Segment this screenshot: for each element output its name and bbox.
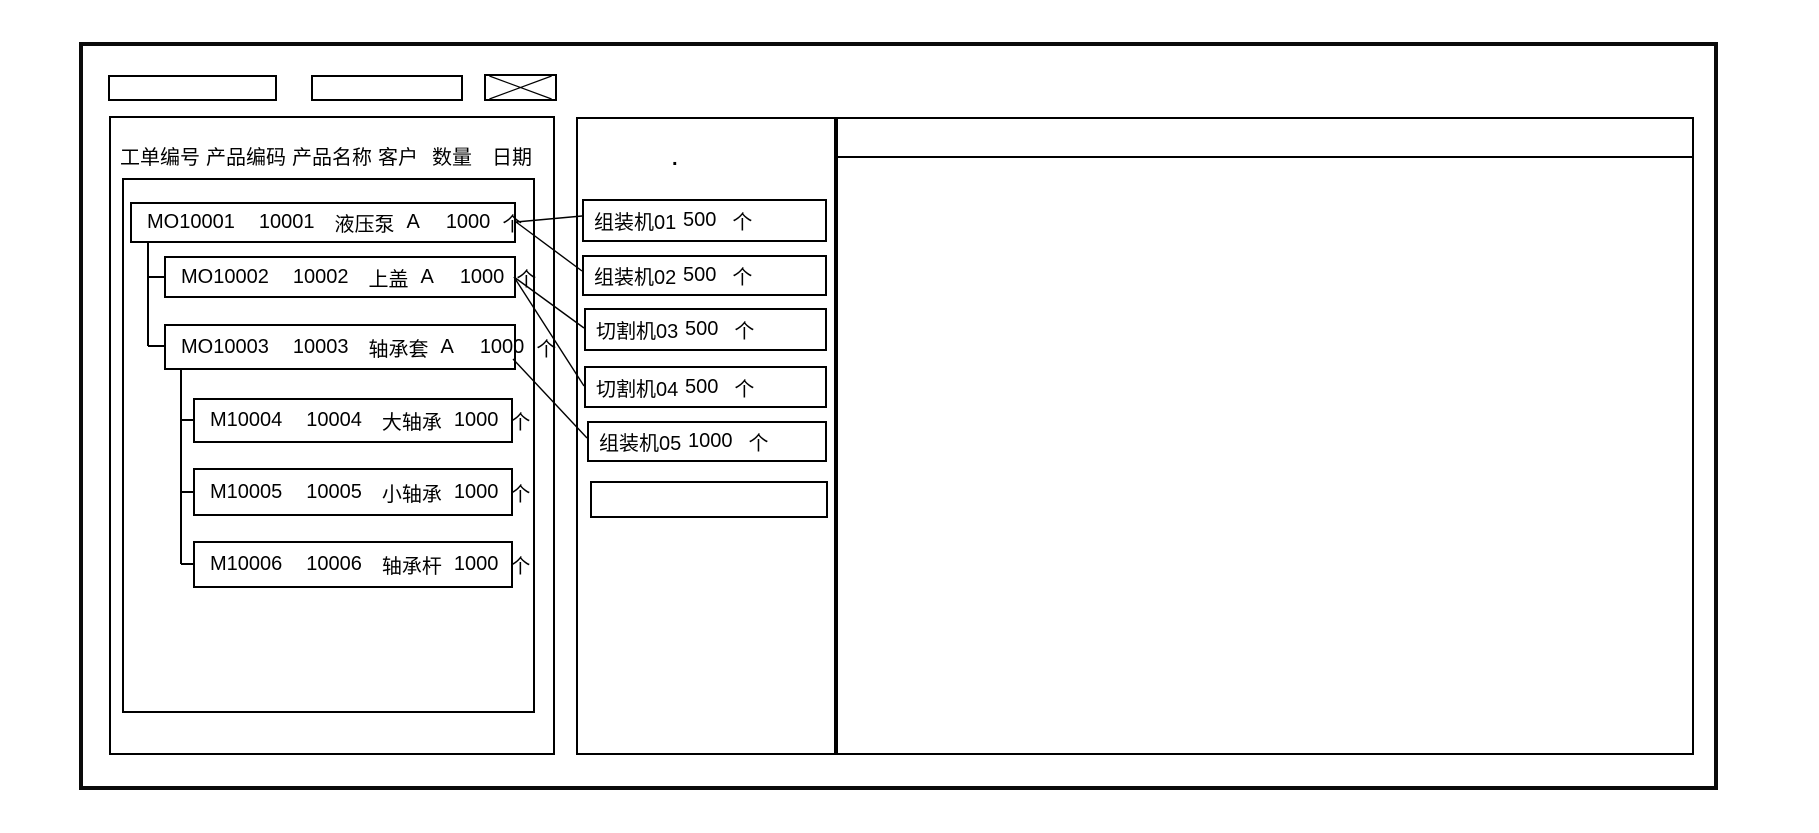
product-name: 轴承杆	[381, 556, 442, 578]
quantity: 1000	[459, 265, 505, 288]
toolbar-field-1[interactable]	[108, 75, 277, 101]
toolbar-field-2[interactable]	[311, 75, 463, 101]
customer: A	[420, 265, 434, 288]
customer: A	[440, 335, 454, 358]
machine-node-5[interactable]: 组装机05 1000 个	[587, 421, 827, 462]
quantity: 1000	[453, 480, 499, 503]
product-code: 10004	[306, 409, 362, 431]
machine-name: 组装机01	[594, 212, 677, 234]
machine-name: 切割机04	[596, 378, 679, 401]
unit: 个	[536, 338, 557, 361]
unit: 个	[502, 214, 523, 236]
header-product-name: 产品名称	[292, 147, 372, 169]
machine-node-4[interactable]: 切割机04 500 个	[584, 366, 827, 408]
product-name: 上盖	[368, 268, 409, 291]
machine-qty: 500	[685, 318, 719, 340]
machine-qty: 500	[683, 209, 717, 231]
header-qty: 数量	[432, 147, 472, 169]
machine-name: 组装机02	[594, 267, 677, 289]
order-node-5[interactable]: M10005 10005 小轴承 1000 个	[193, 468, 530, 516]
header-date: 日期	[492, 147, 532, 169]
product-name: 大轴承	[381, 412, 442, 434]
order-node-6[interactable]: M10006 10006 轴承杆 1000 个	[193, 541, 530, 588]
header-customer: 客户	[378, 147, 418, 169]
order-no: M10006	[210, 553, 283, 575]
machine-name: 组装机05	[599, 433, 682, 455]
header-order-no: 工单编号	[120, 147, 200, 169]
unit: 个	[732, 212, 753, 234]
detail-panel	[836, 117, 1694, 755]
work-order-header-row: 工单编号 产品编码 产品名称 客户 数量 日期	[120, 141, 532, 170]
header-product-code: 产品编码	[206, 147, 286, 169]
product-name: 小轴承	[381, 483, 442, 506]
unit: 个	[510, 412, 531, 434]
machine-node-2[interactable]: 组装机02 500 个	[582, 255, 827, 296]
order-no: MO10002	[181, 265, 269, 288]
machine-node-1[interactable]: 组装机01 500 个	[582, 199, 827, 242]
quantity: 1000	[479, 335, 525, 358]
product-code: 10006	[306, 553, 362, 575]
order-node-4[interactable]: M10004 10004 大轴承 1000 个	[193, 398, 530, 443]
machine-qty: 500	[683, 264, 717, 286]
detail-panel-header	[838, 119, 1692, 158]
order-no: MO10003	[181, 335, 269, 358]
unit: 个	[732, 267, 753, 289]
product-code: 10002	[292, 265, 349, 288]
product-code: 10001	[258, 211, 315, 233]
quantity: 1000	[453, 553, 499, 575]
quantity: 1000	[445, 211, 491, 233]
stray-dot: .	[672, 148, 678, 170]
unit: 个	[734, 321, 755, 343]
machine-name: 切割机03	[596, 321, 679, 343]
close-button[interactable]	[484, 74, 557, 101]
close-icon	[489, 76, 552, 99]
product-name: 轴承套	[368, 338, 429, 361]
quantity: 1000	[453, 409, 499, 431]
product-code: 10003	[292, 335, 349, 358]
order-no: M10005	[210, 480, 283, 503]
order-node-3[interactable]: MO10003 10003 轴承套 A 1000 个	[164, 324, 556, 370]
unit: 个	[734, 378, 755, 401]
unit: 个	[510, 483, 531, 506]
machine-node-empty[interactable]	[590, 481, 828, 518]
machine-qty: 1000	[688, 430, 733, 452]
machine-qty: 500	[685, 375, 719, 398]
unit: 个	[510, 556, 531, 578]
customer: A	[406, 211, 420, 233]
product-code: 10005	[306, 480, 362, 503]
order-node-1[interactable]: MO10001 10001 液压泵 A 1000 个	[130, 202, 522, 243]
machine-node-3[interactable]: 切割机03 500 个	[584, 308, 827, 351]
unit: 个	[748, 433, 769, 455]
order-no: M10004	[210, 409, 283, 431]
product-name: 液压泵	[334, 214, 395, 236]
order-node-2[interactable]: MO10002 10002 上盖 A 1000 个	[164, 256, 536, 298]
order-no: MO10001	[147, 211, 235, 233]
unit: 个	[516, 268, 537, 291]
